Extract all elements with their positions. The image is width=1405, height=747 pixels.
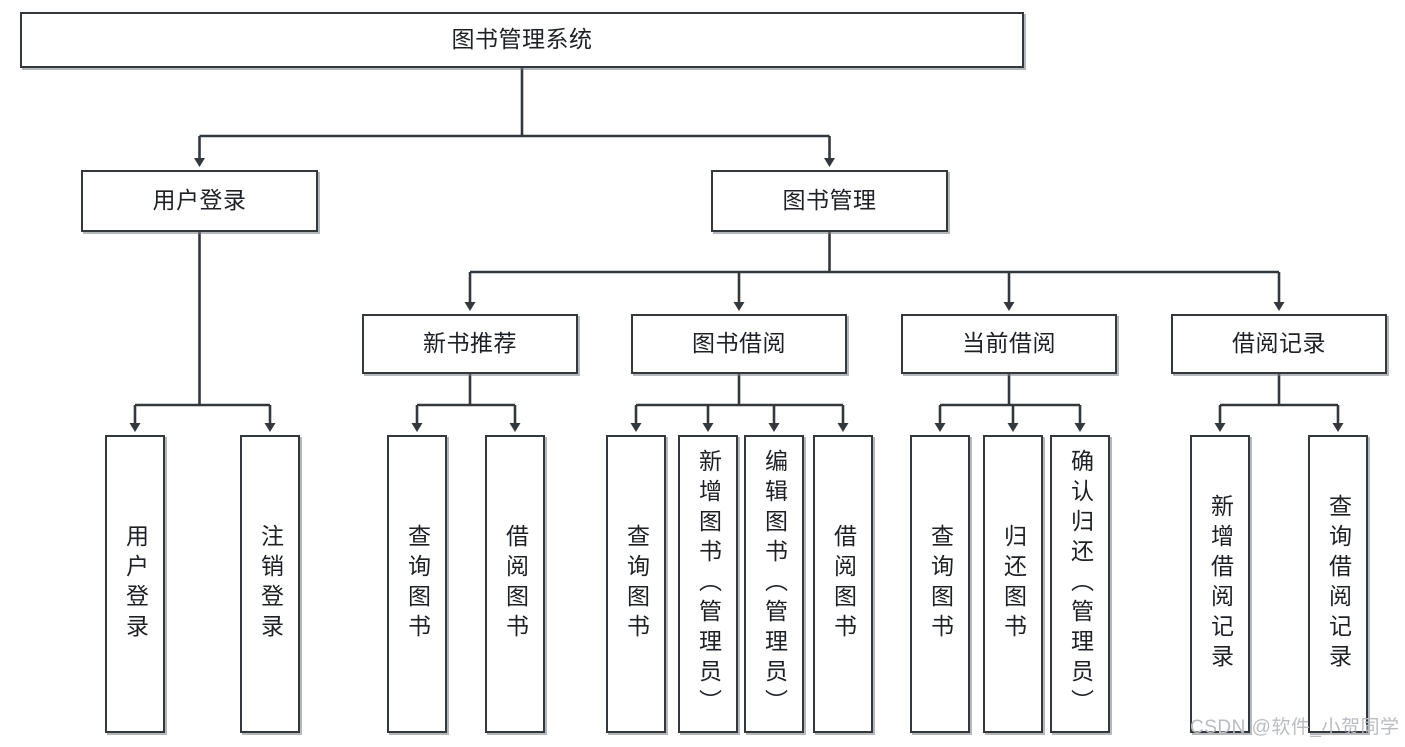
level3-node-0[interactable]: 新书推荐 bbox=[362, 314, 578, 374]
leaf-node-6[interactable]: 编辑图书（管理员） bbox=[744, 435, 804, 733]
node-label: 新增图书（管理员） bbox=[695, 449, 722, 719]
node-label: 确认归还（管理员） bbox=[1067, 449, 1094, 719]
node-label: 查询图书 bbox=[623, 524, 650, 644]
node-label: 查询图书 bbox=[404, 524, 431, 644]
node-label: 图书管理 bbox=[782, 187, 877, 214]
node-label: 图书管理系统 bbox=[451, 26, 593, 53]
level3-node-2[interactable]: 当前借阅 bbox=[901, 314, 1117, 374]
leaf-node-0[interactable]: 用户登录 bbox=[105, 435, 165, 733]
leaf-node-7[interactable]: 借阅图书 bbox=[813, 435, 873, 733]
node-label: 归还图书 bbox=[1000, 524, 1027, 644]
node-label: 新书推荐 bbox=[423, 330, 517, 357]
node-label: 图书借阅 bbox=[692, 330, 786, 357]
root-node-book-management-system[interactable]: 图书管理系统 bbox=[20, 12, 1024, 68]
node-label: 编辑图书（管理员） bbox=[761, 449, 788, 719]
leaf-node-1[interactable]: 注销登录 bbox=[240, 435, 300, 733]
level2-node-0[interactable]: 用户登录 bbox=[81, 170, 318, 232]
node-label: 借阅图书 bbox=[502, 524, 529, 644]
leaf-node-9[interactable]: 归还图书 bbox=[983, 435, 1043, 733]
leaf-node-2[interactable]: 查询图书 bbox=[387, 435, 447, 733]
leaf-node-5[interactable]: 新增图书（管理员） bbox=[678, 435, 738, 733]
level3-node-3[interactable]: 借阅记录 bbox=[1171, 314, 1387, 374]
leaf-node-12[interactable]: 查询借阅记录 bbox=[1308, 435, 1368, 733]
node-label: 借阅记录 bbox=[1232, 330, 1326, 357]
level3-node-1[interactable]: 图书借阅 bbox=[631, 314, 847, 374]
node-label: 注销登录 bbox=[257, 524, 284, 644]
leaf-node-3[interactable]: 借阅图书 bbox=[485, 435, 545, 733]
leaf-node-4[interactable]: 查询图书 bbox=[606, 435, 666, 733]
leaf-node-8[interactable]: 查询图书 bbox=[910, 435, 970, 733]
node-label: 用户登录 bbox=[122, 524, 149, 644]
node-label: 借阅图书 bbox=[830, 524, 857, 644]
node-label: 查询图书 bbox=[927, 524, 954, 644]
node-label: 新增借阅记录 bbox=[1207, 494, 1234, 674]
node-label: 用户登录 bbox=[152, 187, 247, 214]
leaf-node-10[interactable]: 确认归还（管理员） bbox=[1050, 435, 1110, 733]
level2-node-1[interactable]: 图书管理 bbox=[711, 170, 948, 232]
leaf-node-11[interactable]: 新增借阅记录 bbox=[1190, 435, 1250, 733]
node-label: 当前借阅 bbox=[962, 330, 1056, 357]
node-label: 查询借阅记录 bbox=[1325, 494, 1352, 674]
